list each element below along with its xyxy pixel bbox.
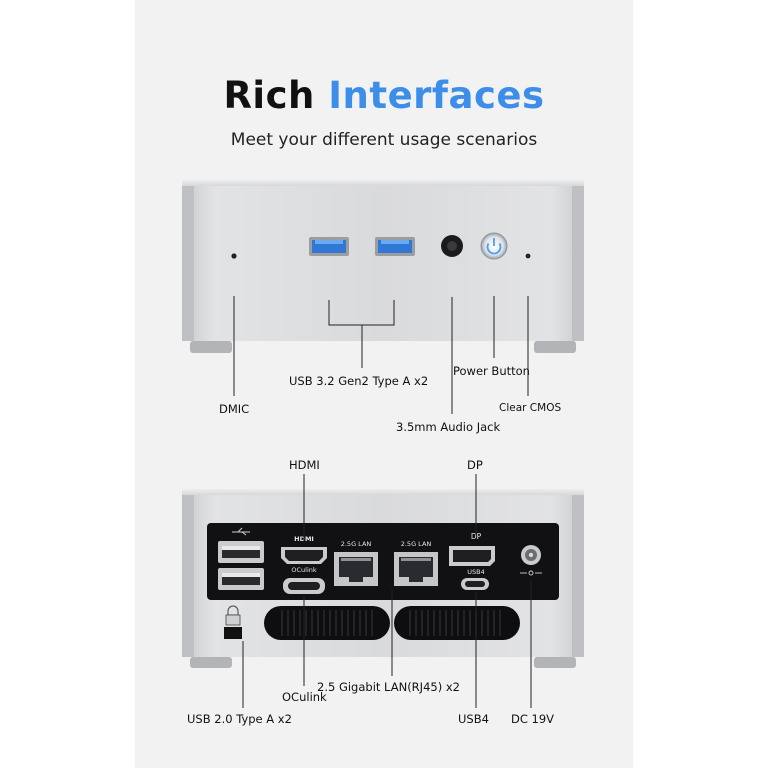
rear-foot-right — [534, 657, 576, 668]
usb32-port-1 — [309, 237, 349, 256]
usb20-port-2 — [218, 568, 264, 590]
label-dc: DC 19V — [511, 712, 555, 726]
front-device — [182, 180, 584, 414]
silk-dp: DP — [471, 532, 482, 541]
page-subtitle: Meet your different usage scenarios — [230, 130, 538, 150]
title-part-2: Interfaces — [328, 74, 545, 117]
dc-polarity-icon — [520, 570, 542, 576]
label-power-button: Power Button — [453, 364, 530, 378]
vent-left — [264, 606, 390, 640]
usb20-port-1 — [218, 541, 264, 563]
right-margin — [633, 0, 768, 768]
rear-device: HDMI OCulink 2.5G LAN 2.5G LAN DP USB4 — [182, 474, 584, 708]
front-foot-left — [190, 341, 232, 353]
rear-top-edge — [182, 489, 584, 497]
silk-lan2: 2.5G LAN — [401, 540, 432, 548]
front-left-edge — [182, 186, 194, 341]
silk-usb4: USB4 — [467, 568, 484, 576]
label-lan: 2.5 Gigabit LAN(RJ45) x2 — [317, 680, 460, 694]
silk-lan1: 2.5G LAN — [341, 540, 372, 548]
front-right-edge — [572, 186, 584, 341]
label-hdmi: HDMI — [289, 458, 320, 472]
front-top-edge — [182, 180, 584, 188]
front-leader-lines — [233, 296, 529, 414]
label-usb20: USB 2.0 Type A x2 — [187, 712, 292, 726]
vent-right — [394, 606, 520, 640]
label-audio-jack: 3.5mm Audio Jack — [396, 420, 501, 434]
label-dp: DP — [467, 458, 483, 472]
label-clear-cmos: Clear CMOS — [499, 402, 562, 414]
front-panel — [182, 186, 584, 341]
clear-cmos-hole — [525, 253, 531, 259]
lan-port-1 — [334, 552, 378, 586]
usb32-port-2 — [375, 237, 415, 256]
title-part-1: Rich — [223, 74, 315, 117]
silk-oculink: OCulink — [291, 566, 317, 574]
dmic-hole — [231, 253, 237, 259]
label-usb4: USB4 — [458, 712, 489, 726]
lan-port-2 — [394, 552, 438, 586]
label-oculink: OCulink — [282, 690, 327, 704]
usb-symbol-icon — [232, 527, 250, 536]
label-dmic: DMIC — [219, 402, 250, 416]
label-usb32: USB 3.2 Gen2 Type A x2 — [289, 374, 429, 388]
kensington-lock-icon — [224, 605, 242, 639]
rear-leader-lines — [242, 474, 532, 708]
front-foot-right — [534, 341, 576, 353]
power-icon — [486, 243, 502, 255]
left-margin — [0, 0, 135, 768]
rear-foot-left — [190, 657, 232, 668]
page-title: Rich Interfaces — [0, 74, 768, 117]
